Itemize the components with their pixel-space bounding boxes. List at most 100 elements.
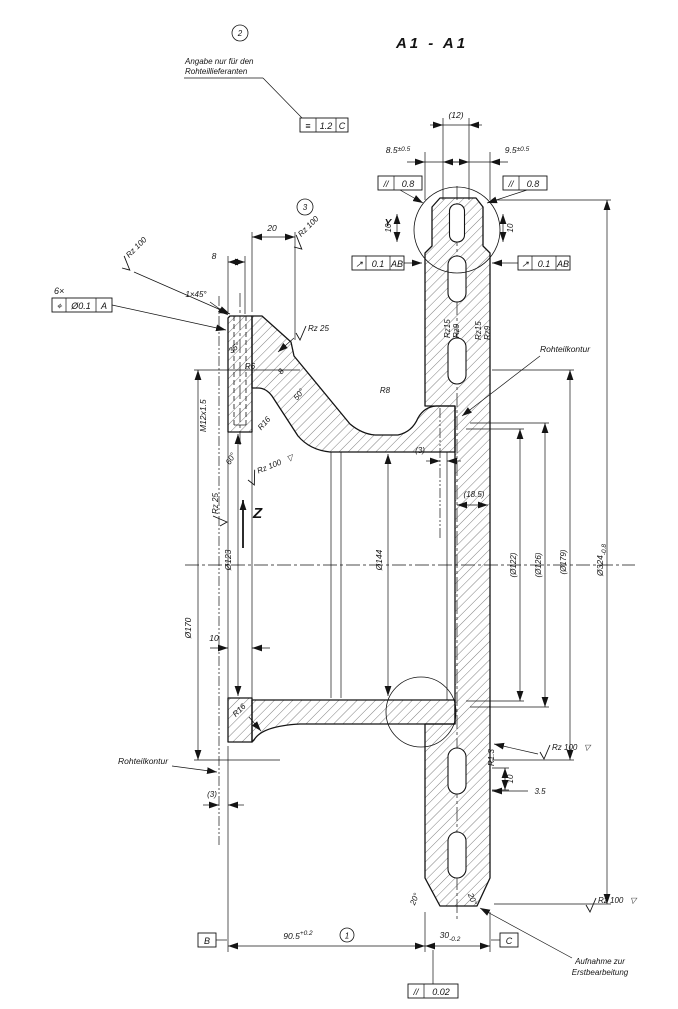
allowance-triangle-icon: ▽	[630, 896, 638, 905]
balloon-2	[231, 24, 249, 42]
dim-overall: 90.5+0.2	[283, 930, 313, 941]
dim-step-width: 3.5	[534, 787, 546, 796]
surface-rz100-hub-label: Rz 100	[256, 457, 283, 475]
dim-cone-8: 8	[276, 367, 286, 376]
surface-rz15-right-label: Rz15	[474, 321, 483, 340]
parallelism-frame-bottom: // 0.02	[407, 950, 459, 999]
parallelism-value: 0.8	[527, 179, 540, 189]
supplier-note: 2 Angabe nur für den Rohteillieferanten	[184, 24, 304, 120]
datum-b-label: B	[204, 936, 210, 946]
dim-dia-122: (Ø122)	[509, 552, 518, 577]
dim-gap-bottom: (3)	[207, 790, 217, 799]
clamping-note-line1: Aufnahme zur	[574, 957, 625, 966]
position-frame: 6× ⌖ Ø0.1 A	[51, 286, 227, 332]
dim-hat-depth-right: 10	[506, 223, 515, 232]
allowance-triangle-icon: ▽	[285, 452, 296, 463]
detail-label-y: Y	[385, 218, 393, 229]
parallelism-frame-right: // 0.8	[486, 175, 548, 204]
hub-flange-upper-section	[227, 315, 253, 433]
section-title: A1 - A1	[395, 35, 468, 52]
barrel-bottom-wall-section	[251, 699, 456, 743]
dim-depth: (18.5)	[464, 490, 485, 499]
runout-frame-left: ↗ 0.1 AB	[351, 255, 422, 271]
dim-thread: M12x1.5	[198, 399, 208, 432]
position-symbol: ⌖	[56, 301, 62, 311]
parallelism-symbol: //	[382, 179, 390, 189]
bottom-dimensions: 90.5+0.2 1 30-0.2 B C // 0.02	[197, 746, 519, 999]
clamping-note-line2: Erstbearbeitung	[572, 968, 629, 977]
surface-rz-disc-right: Rz15 Rz9	[474, 321, 492, 340]
supplier-note-line2: Rohteillieferanten	[185, 67, 248, 76]
radius-r16-top: R16	[256, 414, 273, 431]
surface-rz100-bottom: Rz 100 ▽	[493, 742, 592, 761]
balloon-1	[339, 927, 355, 943]
dim-dia-170: Ø170	[183, 617, 193, 639]
supplier-note-line1: Angabe nur für den	[184, 57, 254, 66]
surface-rz25-cone-label: Rz 25	[308, 324, 329, 333]
balloon-3-number: 3	[303, 203, 308, 212]
dim-boss-width: 20	[266, 223, 277, 233]
parallelism-symbol: //	[412, 987, 420, 997]
symmetry-symbol: ≡	[305, 121, 310, 131]
right-dimensions: (3) (18.5) (Ø122) (Ø126) (Ø179) Ø324-0.8…	[415, 199, 611, 905]
balloon-2-number: 2	[237, 29, 243, 38]
surface-rz100-cone: Rz 100	[293, 214, 321, 250]
runout-value: 0.1	[372, 259, 385, 269]
surface-rz15-left-label: Rz15	[443, 319, 452, 338]
angle-20-left: 20°	[408, 891, 422, 907]
vent-slots	[447, 203, 467, 879]
dim-boss-offset: 8	[212, 251, 217, 261]
dim-step-depth: 10	[506, 774, 515, 783]
detail-circle-groove	[385, 676, 457, 748]
radius-r6: R6	[245, 362, 256, 371]
symmetry-value: 1.2	[320, 121, 333, 131]
radius-r8: R8	[380, 386, 391, 395]
dim-chamfer: 1×45°	[185, 290, 207, 299]
left-dimensions: 20 8 1×45° M12x1.5 Ø123 Ø170 10 Ø144	[183, 223, 392, 761]
datum-c: C	[491, 932, 519, 948]
surface-rz25-face-label: Rz 25	[211, 493, 220, 514]
symmetry-frame: ≡ 1.2 C	[299, 117, 349, 133]
parallelism-value: 0.8	[402, 179, 415, 189]
top-dimensions: (12) 8.5±0.5 9.5±0.5 10 10	[384, 110, 530, 242]
runout-datum: AB	[390, 259, 403, 269]
parallelism-symbol: //	[507, 179, 515, 189]
position-value: Ø0.1	[70, 301, 91, 311]
surface-rz100-bottom-label: Rz 100	[552, 743, 578, 752]
brake-disc-section	[424, 197, 491, 907]
surface-rz25-face: Rz 25	[211, 493, 229, 527]
bottom-left-gap-dimension: (3)	[203, 790, 244, 809]
dim-disc-width: 30-0.2	[440, 930, 461, 943]
dim-vent-width: (12)	[448, 110, 463, 120]
balloon-3	[296, 198, 314, 216]
bore-step-edges	[227, 424, 448, 700]
dim-plate-right: 9.5±0.5	[505, 145, 530, 155]
dim-dia-126: (Ø126)	[534, 552, 543, 577]
parallelism-frame-left: // 0.8	[377, 175, 424, 204]
part-cross-section	[227, 197, 491, 907]
clamping-note: Aufnahme zur Erstbearbeitung	[479, 907, 629, 977]
position-count: 6×	[54, 286, 64, 296]
raw-contour-callout-top: Rohteilkontur	[461, 344, 591, 417]
surface-rz9-right-label: Rz9	[483, 325, 492, 340]
cone-and-barrel-top-wall-section	[251, 315, 456, 453]
z-axis-label: Z	[252, 505, 265, 522]
surface-rz100-od: Rz 100 ▽	[585, 896, 638, 914]
dim-flange-thickness: 10	[209, 633, 219, 643]
surface-rz100-flange: Rz 100	[121, 235, 231, 315]
surface-rz100-hub: Rz 100 ▽	[247, 452, 296, 486]
runout-value: 0.1	[538, 259, 551, 269]
dim-hat-depth-left: 10	[384, 223, 393, 232]
angle-60: 60°	[224, 451, 238, 467]
raw-contour-bottom-label: Rohteilkontur	[118, 756, 169, 766]
m12-thread-hidden-lines	[233, 316, 247, 425]
position-datum: A	[100, 301, 107, 311]
allowance-triangle-icon: ▽	[584, 743, 592, 752]
dim-plate-left: 8.5±0.5	[386, 145, 411, 155]
dim-dia-324: Ø324-0.8	[595, 544, 608, 577]
z-axis-marker: Z	[239, 500, 265, 548]
datum-b: B	[197, 932, 227, 948]
surface-rz100-flange-label: Rz 100	[124, 235, 149, 260]
